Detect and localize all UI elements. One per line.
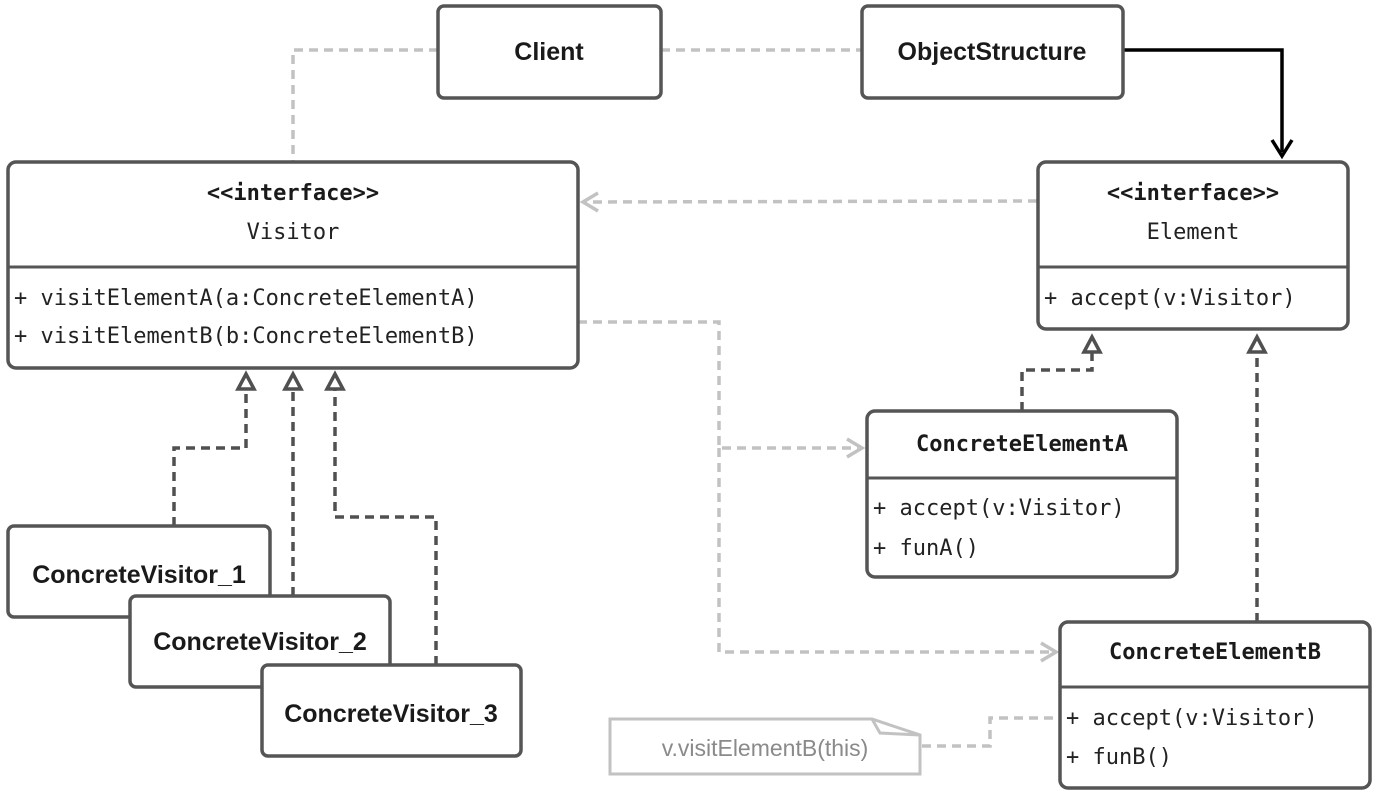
realization-triangle-3 — [324, 370, 346, 391]
element-name: Element — [1147, 220, 1240, 245]
element-stereotype: <<interface>> — [1107, 181, 1279, 206]
concrete-element-b-box: ConcreteElementB + accept(v:Visitor) + f… — [1058, 620, 1372, 790]
note-connector — [922, 716, 1060, 748]
concrete-element-b-method-2: + funB() — [1066, 745, 1172, 770]
objectstructure-element-association — [1123, 48, 1284, 152]
concrete-element-a-method-1: + accept(v:Visitor) — [873, 496, 1125, 521]
element-visitor-dependency — [584, 199, 1038, 204]
client-visitor-dependency — [291, 48, 438, 162]
elementb-dependency-arrowhead — [1040, 641, 1060, 663]
connectors — [172, 48, 1294, 748]
concrete-element-b-name: ConcreteElementB — [1109, 640, 1321, 665]
concrete-visitor-2-label: ConcreteVisitor_2 — [153, 628, 367, 656]
concrete-visitor-3-label: ConcreteVisitor_3 — [284, 700, 498, 728]
visitor-interface-box: <<interface>> Visitor + visitElementA(a:… — [6, 160, 580, 370]
concrete-element-a-box: ConcreteElementA + accept(v:Visitor) + f… — [865, 409, 1179, 579]
objectstructure-label: ObjectStructure — [898, 38, 1087, 66]
visitor-method-2: + visitElementB(b:ConcreteElementB) — [14, 324, 478, 349]
note-box: v.visitElementB(this) — [608, 717, 922, 776]
concrete-element-a-method-2: + funA() — [873, 536, 979, 561]
association-arrowhead — [1270, 139, 1294, 160]
visitor-elementa-dependency — [578, 320, 858, 450]
elementa-dependency-arrowhead — [846, 437, 866, 459]
concrete-element-a-name: ConcreteElementA — [916, 432, 1128, 457]
client-label: Client — [514, 38, 584, 66]
element-interface-box: <<interface>> Element + accept(v:Visitor… — [1036, 160, 1350, 331]
realization-triangle-elementb — [1246, 333, 1268, 354]
objectstructure-box: ObjectStructure — [860, 4, 1125, 100]
visitor-dependency-arrowhead — [579, 191, 599, 213]
visitor-name: Visitor — [247, 220, 340, 245]
concrete-visitor-1-label: ConcreteVisitor_1 — [32, 561, 246, 589]
note-text: v.visitElementB(this) — [662, 735, 869, 761]
visitor-elementb-dependency — [717, 448, 1052, 654]
visitor-method-1: + visitElementA(a:ConcreteElementA) — [14, 286, 478, 311]
elementa-realization — [1020, 352, 1094, 411]
visitor1-realization — [172, 388, 248, 526]
element-method-1: + accept(v:Visitor) — [1044, 286, 1296, 311]
visitor3-realization — [333, 388, 438, 665]
concrete-visitor-3-box: ConcreteVisitor_3 — [260, 663, 523, 758]
client-box: Client — [436, 4, 663, 100]
realization-triangle-2 — [282, 370, 304, 391]
realization-triangle-elementa — [1081, 333, 1103, 354]
realization-triangle-1 — [235, 370, 257, 391]
concrete-element-b-method-1: + accept(v:Visitor) — [1066, 706, 1318, 731]
visitor-stereotype: <<interface>> — [207, 181, 379, 206]
